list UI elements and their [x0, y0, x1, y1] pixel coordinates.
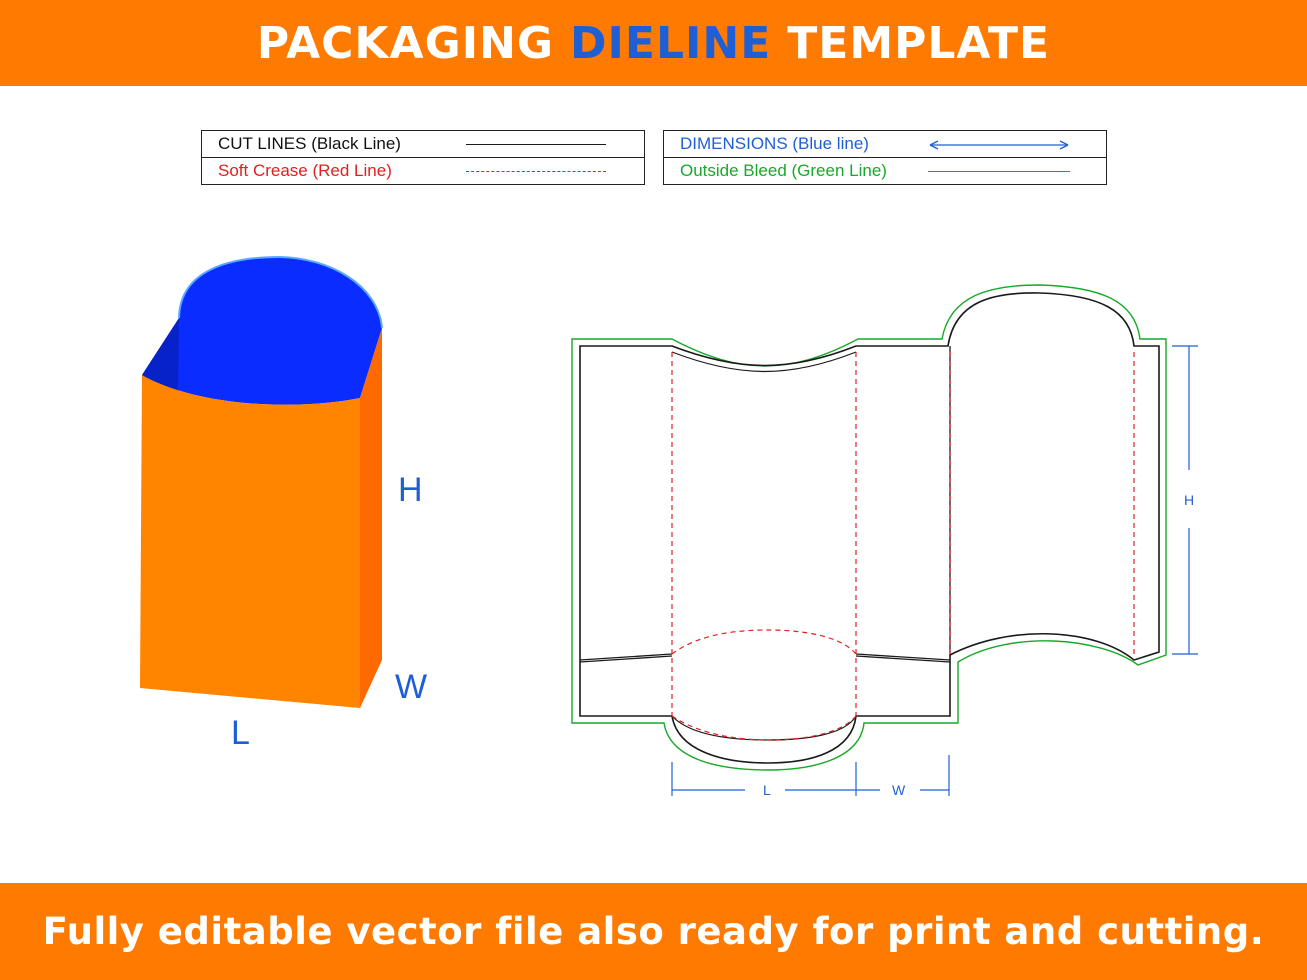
legend-crease-row: Soft Crease (Red Line): [202, 157, 644, 184]
box-label-l: L: [231, 714, 250, 752]
legend-bleed-row: Outside Bleed (Green Line): [664, 157, 1106, 184]
box-3d-illustration: [140, 255, 383, 708]
title-part2: TEMPLATE: [787, 17, 1051, 69]
dimension-lw: [671, 755, 950, 796]
legend-cut-label: CUT LINES (Black Line): [218, 134, 401, 153]
legend-dimension-row: DIMENSIONS (Blue line): [664, 131, 1106, 157]
legend-crease-label: Soft Crease (Red Line): [218, 161, 392, 180]
box-label-w: W: [395, 668, 427, 706]
title-part1: PACKAGING: [256, 17, 555, 69]
box-rim: [178, 255, 383, 329]
cut-main-outline: [579, 292, 1160, 764]
title-accent: DIELINE: [570, 17, 772, 69]
dimension-arrow-sample: [929, 140, 1069, 150]
box-side-face: [360, 328, 382, 708]
bleed-outline: [571, 284, 1167, 771]
box-inner-wall: [142, 257, 382, 405]
box-label-h: H: [398, 471, 423, 509]
legend-guides: DIMENSIONS (Blue line) Outside Bleed (Gr…: [663, 130, 1107, 185]
footer-banner: Fully editable vector file also ready fo…: [0, 883, 1307, 980]
box-front-face: [140, 375, 360, 708]
crease-line-sample: [466, 171, 606, 172]
footer-text: Fully editable vector file also ready fo…: [42, 910, 1265, 953]
legend-cut-row: CUT LINES (Black Line): [202, 131, 644, 157]
legend-dimension-label: DIMENSIONS (Blue line): [680, 134, 869, 153]
dimension-h-label: H: [1184, 492, 1194, 508]
dimension-w-label: W: [892, 782, 906, 798]
header-banner: PACKAGING DIELINE TEMPLATE: [0, 0, 1307, 86]
cut-bottom-flap-lines: [579, 346, 951, 663]
dimension-l-label: L: [763, 782, 771, 798]
bleed-line-sample: [928, 171, 1070, 172]
crease-lines: [671, 352, 1135, 741]
legend-bleed-label: Outside Bleed (Green Line): [680, 161, 887, 180]
box-inner-shadow: [142, 318, 179, 400]
dimension-h: [1172, 345, 1198, 655]
cut-bottom-flap-inner: [671, 715, 857, 741]
cut-top-flap-inner: [671, 351, 857, 373]
cut-line-sample: [466, 144, 606, 145]
legend-line-types: CUT LINES (Black Line) Soft Crease (Red …: [201, 130, 645, 185]
